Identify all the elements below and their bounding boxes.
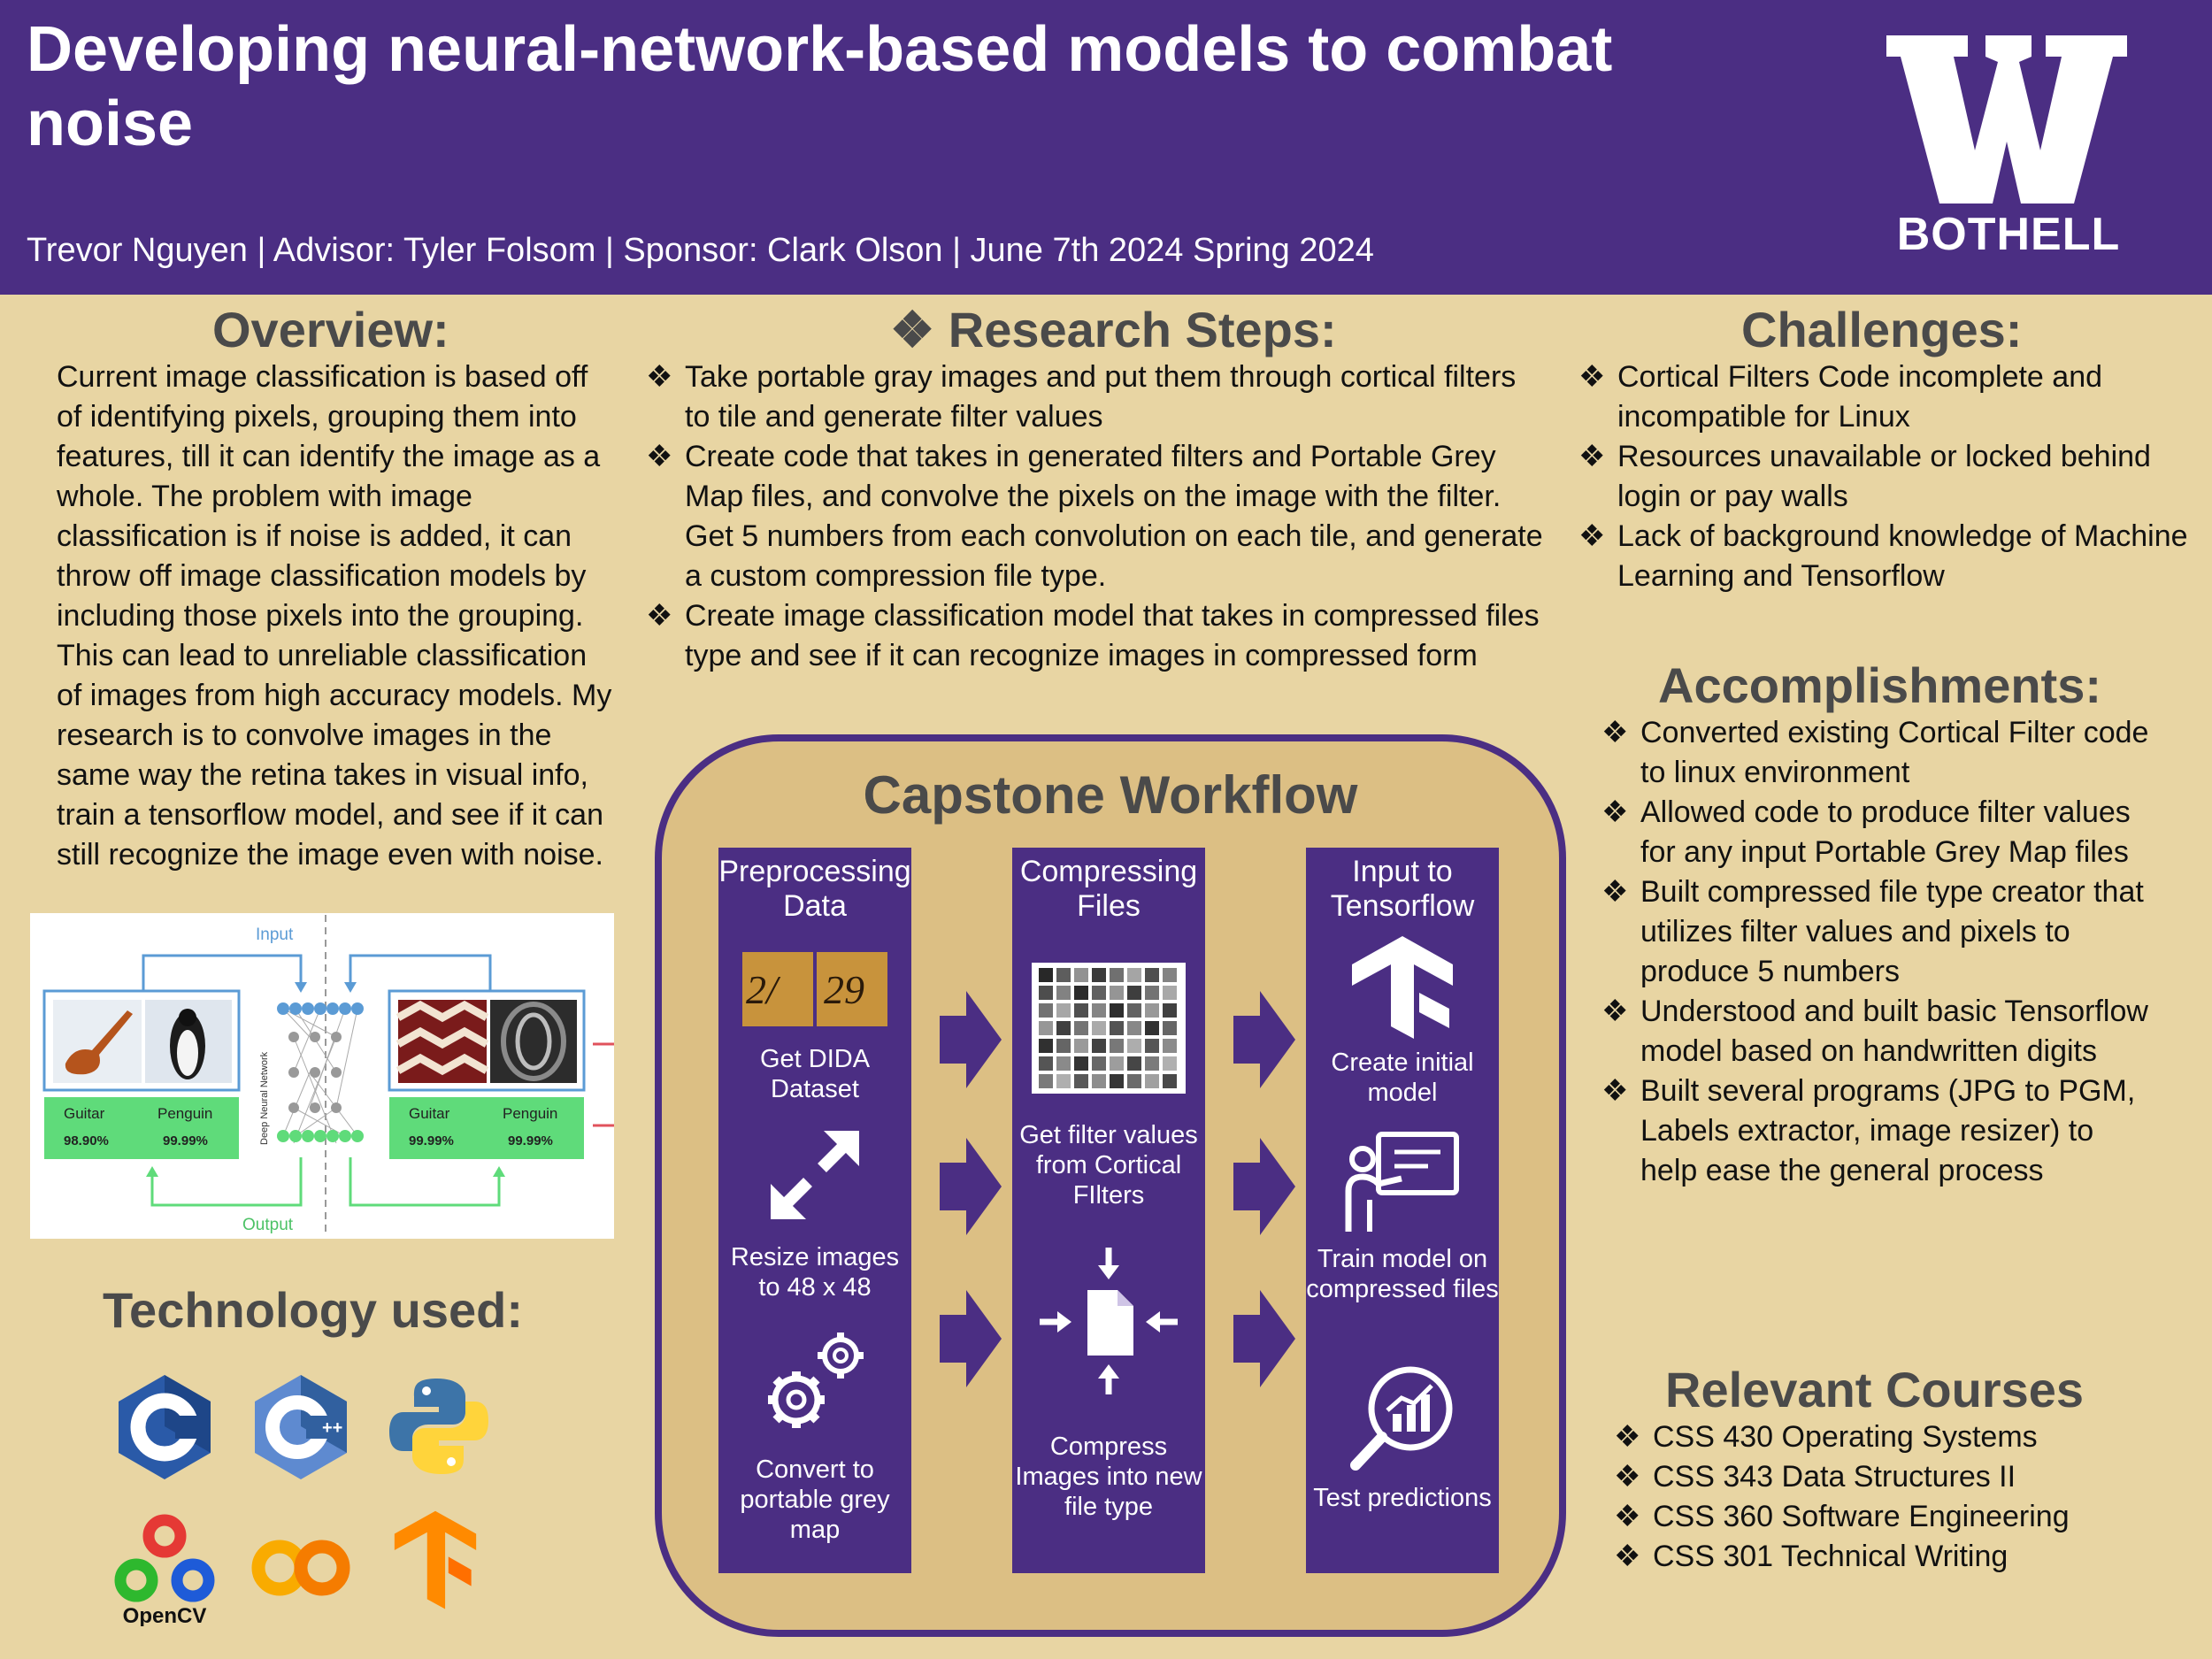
- result-right-label-0: Guitar: [409, 1105, 450, 1122]
- arrow-right-icon: [940, 1290, 1002, 1387]
- diagram-graphic: Input Deep Neural Network: [42, 915, 614, 1234]
- list-item: ❖Converted existing Cortical Filter code…: [1601, 716, 2149, 789]
- colab-logo-icon: [251, 1540, 350, 1596]
- resize-arrows-icon: [771, 1131, 859, 1219]
- courses-title: Relevant Courses: [1665, 1362, 2085, 1417]
- capstone-workflow: Capstone Workflow Preprocessing Data 2/ …: [655, 734, 1566, 1637]
- accomplishments-title: Accomplishments:: [1658, 657, 2101, 713]
- neural-network-diagram: Input Deep Neural Network: [30, 913, 614, 1239]
- dida-sample-image: 2/: [742, 952, 813, 1026]
- challenges-title: Challenges:: [1741, 302, 2023, 357]
- step-label: Create initial model: [1331, 1048, 1474, 1107]
- result-right-value-0: 99.99%: [409, 1133, 454, 1148]
- list-item: ❖CSS 343 Data Structures II: [1614, 1460, 2016, 1494]
- arrow-right-icon: [940, 1138, 1002, 1235]
- workflow-column-preprocessing: Preprocessing Data 2/ 29 Get DIDA Datase…: [718, 848, 911, 1573]
- result-left-value-0: 98.90%: [64, 1133, 109, 1148]
- input-label: Input: [256, 926, 294, 944]
- accomplishments-list: ❖Converted existing Cortical Filter code…: [1601, 713, 2150, 1191]
- research-title-bullet: ❖: [890, 302, 935, 357]
- list-item: ❖Built several programs (JPG to PGM, Lab…: [1601, 1074, 2136, 1187]
- list-item: ❖CSS 360 Software Engineering: [1614, 1500, 2070, 1533]
- cplusplus-logo-icon: ++: [255, 1375, 347, 1479]
- overview-title: Overview:: [212, 302, 449, 357]
- result-left-label-0: Guitar: [64, 1105, 105, 1122]
- column-title: Preprocessing Data: [718, 855, 911, 923]
- research-list: ❖Take portable gray images and put them …: [646, 357, 1548, 676]
- list-item: ❖Built compressed file type creator that…: [1601, 875, 2144, 988]
- poster-subtitle: Trevor Nguyen | Advisor: Tyler Folsom | …: [27, 232, 1374, 269]
- output-label: Output: [242, 1216, 294, 1234]
- list-item: ❖Create code that takes in generated fil…: [646, 440, 1543, 593]
- header-banner: Developing neural-network-based models t…: [0, 0, 2212, 295]
- list-item: ❖Understood and built basic Tensorflow m…: [1601, 995, 2148, 1068]
- result-left-value-1: 99.99%: [163, 1133, 208, 1148]
- technology-title: Technology used:: [103, 1282, 523, 1338]
- result-right-label-1: Penguin: [503, 1105, 557, 1122]
- uw-bothell-logo: BOTHELL: [1876, 35, 2141, 265]
- list-item: ❖Lack of background knowledge of Machine…: [1578, 519, 2188, 593]
- dida-sample-image: 29: [817, 952, 887, 1026]
- step-label: Compress Images into new file type: [1015, 1432, 1202, 1521]
- step-label: Train model on compressed files: [1306, 1245, 1499, 1303]
- poster-title: Developing neural-network-based models t…: [27, 14, 1613, 159]
- gears-icon: [768, 1333, 864, 1428]
- challenges-list: ❖Cortical Filters Code incomplete and in…: [1578, 357, 2198, 596]
- magnifier-chart-icon: [1350, 1366, 1453, 1471]
- step-label: Resize images to 48 x 48: [730, 1243, 900, 1302]
- list-item: ❖Take portable gray images and put them …: [646, 360, 1517, 434]
- c-logo-icon: [119, 1375, 211, 1479]
- opencv-logo-icon: OpenCV: [114, 1514, 215, 1626]
- python-logo-icon: [389, 1379, 488, 1474]
- column-title: Compressing Files: [1019, 855, 1198, 923]
- filter-grid-image: [1032, 963, 1186, 1094]
- opencv-label: OpenCV: [123, 1604, 207, 1626]
- compress-file-icon: [1040, 1248, 1178, 1394]
- result-right-value-1: 99.99%: [508, 1133, 553, 1148]
- courses-list: ❖CSS 430 Operating Systems ❖CSS 343 Data…: [1614, 1417, 2180, 1577]
- step-label: Test predictions: [1313, 1484, 1492, 1512]
- logo-text: BOTHELL: [1896, 209, 2121, 260]
- step-label: Get DIDA Dataset: [759, 1045, 871, 1103]
- arrow-right-icon: [1233, 1290, 1295, 1387]
- list-item: ❖Cortical Filters Code incomplete and in…: [1578, 360, 2103, 434]
- svg-text:++: ++: [322, 1418, 342, 1438]
- step-label: Convert to portable grey map: [740, 1455, 890, 1544]
- network-label: Deep Neural Network: [259, 1051, 270, 1145]
- arrow-right-icon: [1233, 1138, 1295, 1235]
- list-item: ❖CSS 430 Operating Systems: [1614, 1420, 2038, 1454]
- tensorflow-icon: [1352, 936, 1453, 1039]
- uw-w-logo-icon: [1886, 35, 2127, 204]
- arrow-right-icon: [1233, 991, 1295, 1088]
- column-title: Input to Tensorflow: [1330, 855, 1475, 923]
- workflow-title: Capstone Workflow: [863, 765, 1358, 825]
- arrow-right-icon: [940, 991, 1002, 1088]
- research-title: ❖ Research Steps:: [890, 302, 1337, 357]
- list-item: ❖Allowed code to produce filter values f…: [1601, 795, 2131, 869]
- step-label: Get filter values from Cortical FIlters: [1019, 1121, 1198, 1210]
- teacher-whiteboard-icon: [1345, 1132, 1459, 1232]
- workflow-column-tensorflow: Input to Tensorflow Create initial model…: [1306, 848, 1499, 1573]
- list-item: ❖Resources unavailable or locked behind …: [1578, 440, 2151, 513]
- list-item: ❖CSS 301 Technical Writing: [1614, 1540, 2008, 1573]
- overview-body: Current image classification is based of…: [57, 360, 612, 872]
- tensorflow-logo-icon: [394, 1510, 477, 1609]
- workflow-column-compressing: Compressing Files Get filter values from…: [1012, 848, 1205, 1573]
- list-item: ❖Create image classification model that …: [646, 599, 1540, 672]
- result-left-label-1: Penguin: [157, 1105, 212, 1122]
